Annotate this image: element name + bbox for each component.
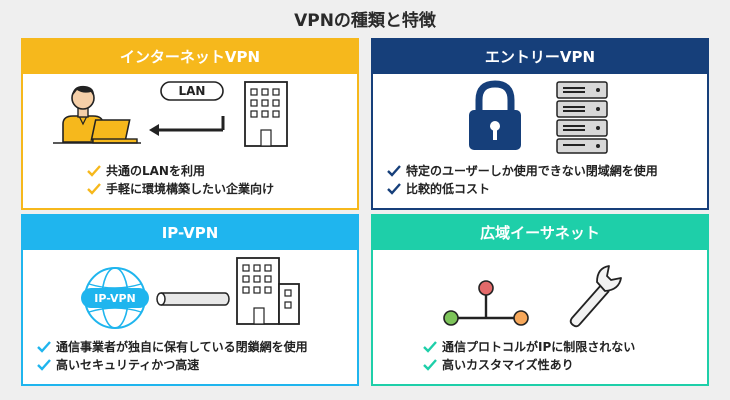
feature-list: 通信事業者が独自に保有している閉鎖網を使用 高いセキュリティかつ高速 xyxy=(37,338,308,374)
wide-area-ethernet-illustration xyxy=(443,265,622,328)
building-icon xyxy=(244,81,288,147)
check-icon xyxy=(87,165,101,177)
check-icon xyxy=(87,183,101,195)
wrench-icon xyxy=(569,265,622,328)
feature-text: 通信事業者が独自に保有している閉鎖網を使用 xyxy=(56,340,308,354)
card-ip-vpn: IP-VPN IP-VPN xyxy=(21,214,359,386)
pipe-icon xyxy=(156,292,230,306)
internet-vpn-illustration: LAN xyxy=(53,81,288,147)
page-title: VPNの種類と特徴 xyxy=(294,11,436,31)
lan-label: LAN xyxy=(179,84,206,98)
feature-list: 特定のユーザーしか使用できない閉域網を使用 比較的低コスト xyxy=(387,162,658,198)
building-icon xyxy=(236,257,300,325)
server-rack-icon xyxy=(556,81,608,154)
list-item: 高いセキュリティかつ高速 xyxy=(37,356,308,374)
card-title: IP-VPN xyxy=(23,216,357,250)
list-item: 比較的低コスト xyxy=(387,180,658,198)
list-item: 通信事業者が独自に保有している閉鎖網を使用 xyxy=(37,338,308,356)
check-icon xyxy=(37,359,51,371)
entry-vpn-illustration xyxy=(469,80,608,154)
card-entry-vpn: エントリーVPN 特定のユーザーしか使用できない閉 xyxy=(371,38,709,210)
person-at-laptop-icon xyxy=(53,85,141,144)
list-item: 通信プロトコルがIPに制限されない xyxy=(423,338,635,356)
card-wide-area-ethernet: 広域イーサネット 通信プロトコルがIPに制限されない 高いカスタマイズ性あり xyxy=(371,214,709,386)
feature-text: 共通のLANを利用 xyxy=(106,164,205,178)
lan-cable-icon xyxy=(149,81,225,136)
list-item: 手軽に環境構築したい企業向け xyxy=(87,180,274,198)
ip-vpn-illustration: IP-VPN xyxy=(81,257,300,329)
feature-text: 通信プロトコルがIPに制限されない xyxy=(442,340,636,354)
check-icon xyxy=(423,359,437,371)
check-icon xyxy=(37,341,51,353)
card-title: エントリーVPN xyxy=(373,40,707,74)
list-item: 高いカスタマイズ性あり xyxy=(423,356,635,374)
feature-text: 特定のユーザーしか使用できない閉域網を使用 xyxy=(406,164,658,178)
list-item: 共通のLANを利用 xyxy=(87,162,274,180)
feature-text: 比較的低コスト xyxy=(406,182,491,196)
padlock-icon xyxy=(469,80,521,150)
feature-text: 高いカスタマイズ性あり xyxy=(442,358,574,372)
feature-list: 通信プロトコルがIPに制限されない 高いカスタマイズ性あり xyxy=(423,338,635,374)
card-internet-vpn: インターネットVPN LAN xyxy=(21,38,359,210)
ip-vpn-label: IP-VPN xyxy=(94,292,136,305)
card-title: 広域イーサネット xyxy=(373,216,707,250)
list-item: 特定のユーザーしか使用できない閉域網を使用 xyxy=(387,162,658,180)
check-icon xyxy=(387,165,401,177)
feature-text: 手軽に環境構築したい企業向け xyxy=(106,182,275,196)
check-icon xyxy=(423,341,437,353)
card-title: インターネットVPN xyxy=(23,40,357,74)
network-nodes-icon xyxy=(443,280,529,326)
feature-text: 高いセキュリティかつ高速 xyxy=(56,358,200,372)
globe-icon xyxy=(81,267,149,329)
check-icon xyxy=(387,183,401,195)
feature-list: 共通のLANを利用 手軽に環境構築したい企業向け xyxy=(87,162,274,198)
